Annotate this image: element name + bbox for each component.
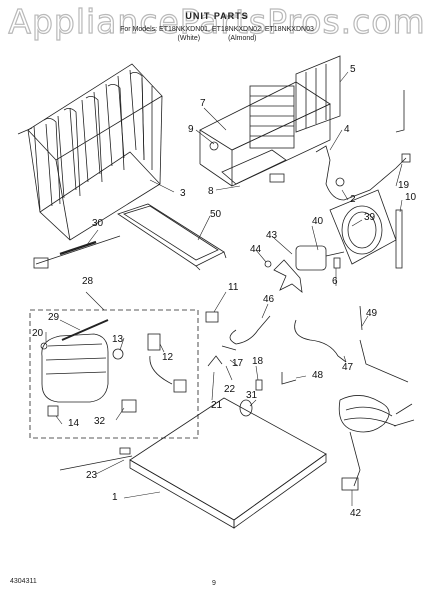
part-label-12: 12 [162, 352, 174, 363]
page-title: UNIT PARTS [185, 11, 249, 21]
leader-lines [45, 71, 403, 506]
part-label-5: 5 [350, 64, 356, 75]
part-label-23: 23 [86, 470, 98, 481]
part-label-29: 29 [48, 312, 60, 323]
part-label-39: 39 [364, 212, 376, 223]
capillary-tube [33, 235, 121, 269]
fan-motor-assembly [264, 189, 397, 293]
part-label-4: 4 [344, 124, 350, 135]
part-label-22: 22 [224, 384, 236, 395]
part-label-42: 42 [350, 508, 362, 519]
bracket-21 [207, 355, 223, 367]
part-label-30: 30 [92, 218, 104, 229]
screw-18 [255, 379, 263, 391]
part-label-6: 6 [332, 276, 338, 287]
part-label-2: 2 [350, 194, 356, 205]
clip-22 [221, 345, 237, 351]
part-label-28: 28 [82, 276, 94, 287]
tube-49 [359, 305, 363, 331]
part-label-19: 19 [398, 180, 410, 191]
part-label-47: 47 [342, 362, 354, 373]
discharge-line [294, 319, 347, 363]
part-label-20: 20 [32, 328, 44, 339]
part-label-17: 17 [232, 358, 244, 369]
part-label-50: 50 [210, 209, 222, 220]
condenser-fan-bracket [199, 55, 341, 187]
grommet-31 [239, 399, 253, 417]
watermark: AppliancePartsPros.com [8, 1, 426, 41]
part-label-46: 46 [263, 294, 275, 305]
part-label-43: 43 [266, 230, 278, 241]
part-label-44: 44 [250, 244, 262, 255]
condenser-coil [17, 63, 163, 241]
drain-pan [117, 203, 227, 271]
color-almond: (Almond) [228, 35, 257, 42]
clip-part [205, 311, 219, 323]
part-label-21: 21 [211, 400, 223, 411]
part-label-9: 9 [188, 124, 194, 135]
compressor-kit-box [29, 309, 199, 439]
document-number: 4304311 [10, 578, 37, 585]
part-label-18: 18 [252, 356, 264, 367]
color-legend: (White) (Almond) [0, 35, 434, 42]
part-label-32: 32 [94, 416, 106, 427]
part-label-31: 31 [246, 390, 258, 401]
part-label-7: 7 [200, 98, 206, 109]
wiring-harness [338, 395, 415, 491]
part-label-11: 11 [228, 282, 239, 293]
part-label-3: 3 [180, 188, 186, 199]
color-white: (White) [177, 35, 201, 42]
part-label-48: 48 [312, 370, 324, 381]
part-label-14: 14 [68, 418, 80, 429]
part-label-8: 8 [208, 186, 214, 197]
model-list: For Models: ET18NKXDN01, ET18NKXDN02, ET… [120, 26, 314, 33]
base-plate [59, 397, 327, 529]
part-label-49: 49 [366, 308, 378, 319]
part-label-13: 13 [112, 334, 124, 345]
tube-48 [281, 372, 297, 385]
part-label-1: 1 [112, 492, 118, 503]
page-number: 9 [212, 580, 216, 587]
part-label-10: 10 [405, 192, 417, 203]
tube-49b [359, 339, 409, 383]
drain-tube [229, 315, 271, 345]
part-label-40: 40 [312, 216, 324, 227]
